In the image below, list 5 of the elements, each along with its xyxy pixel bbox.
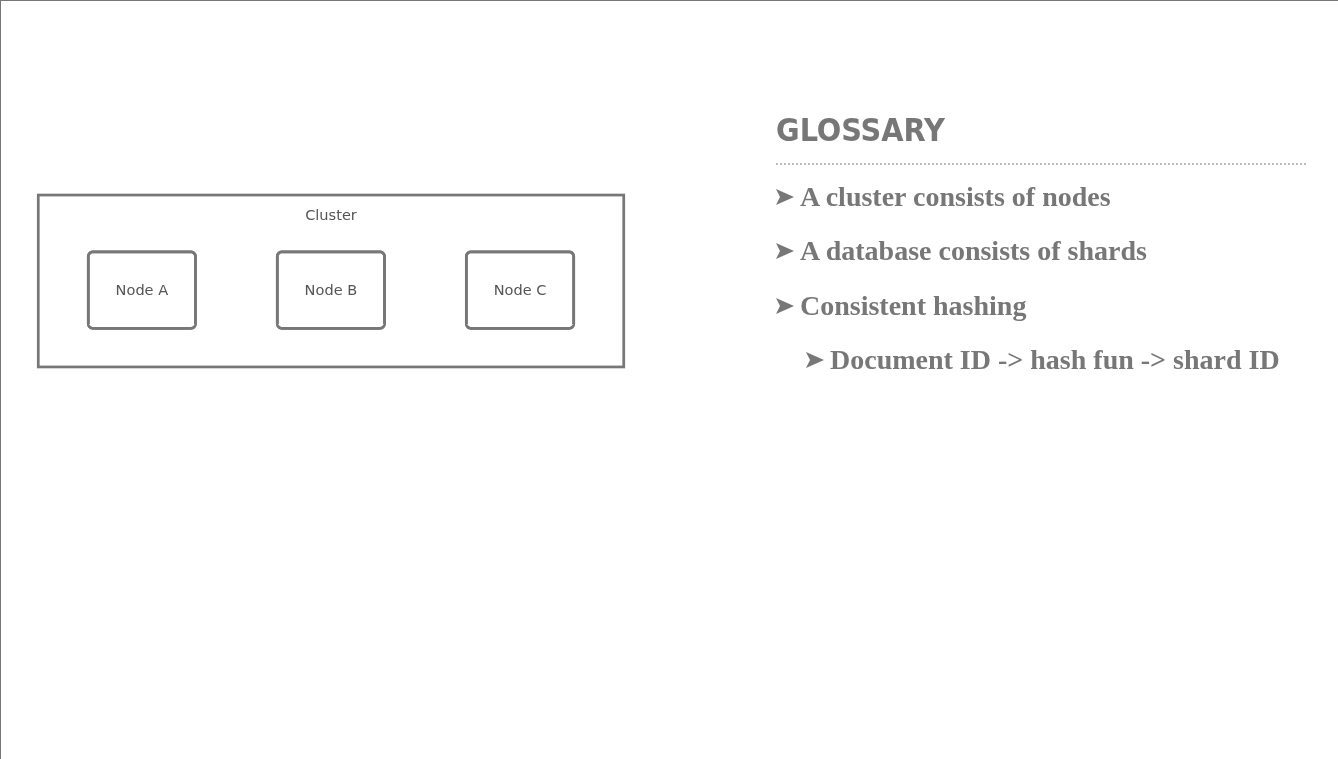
glossary-item: A database consists of shards bbox=[800, 234, 1147, 269]
glossary-item: A cluster consists of nodes bbox=[800, 180, 1111, 214]
glossary-heading: GLOSSARY bbox=[776, 111, 945, 149]
glossary-item: Consistent hashing bbox=[800, 288, 1027, 323]
glossary-item: Document ID -> hash fun -> shard ID bbox=[830, 343, 1280, 378]
